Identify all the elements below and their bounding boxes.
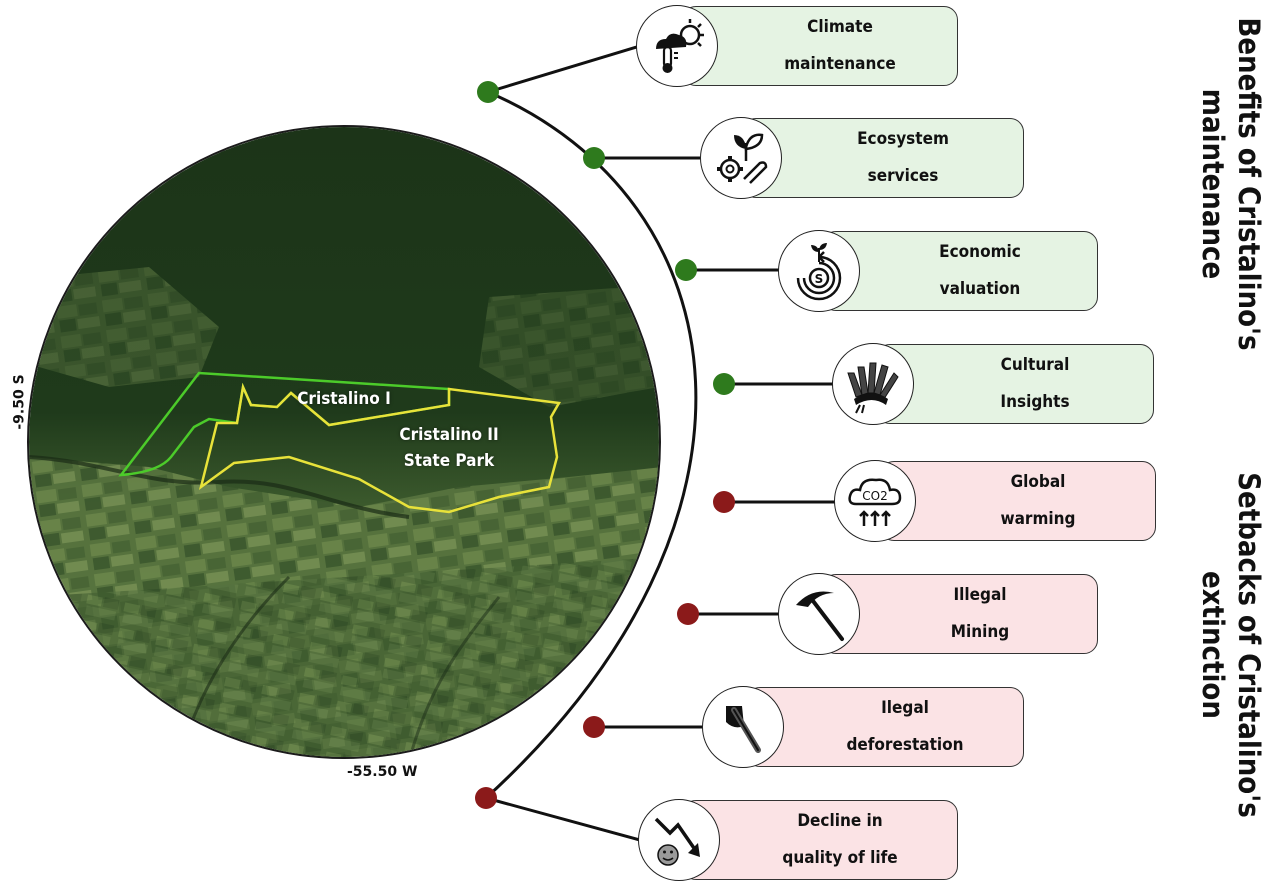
setback-dot — [583, 716, 605, 738]
setback-box-warming: Global warming — [880, 461, 1156, 541]
setback-label: Ilegal deforestation — [846, 698, 964, 755]
benefit-icon-circle: S — [778, 230, 860, 312]
branch-line — [487, 44, 641, 94]
setback-box-deforestation: Ilegal deforestation — [746, 687, 1024, 767]
setback-icon-circle: CO2 — [834, 460, 916, 542]
declining-arrow-face-icon — [654, 817, 700, 866]
setback-label: Decline in quality of life — [782, 811, 898, 868]
satellite-image — [29, 127, 659, 757]
benefit-icon-circle — [832, 343, 914, 425]
setbacks-title: Setbacks of Cristalino's extinction — [1196, 472, 1266, 818]
satellite-map: Cristalino I Cristalino II State Park — [27, 125, 661, 759]
benefit-label: Climate maintenance — [784, 17, 896, 74]
benefit-box-climate: Climate maintenance — [682, 6, 958, 86]
benefit-label: Cultural Insights — [1000, 355, 1070, 412]
svg-text:S: S — [815, 272, 824, 286]
axe-icon — [726, 706, 761, 753]
cristalino2-boundary — [198, 382, 562, 514]
cristalino1-label: Cristalino I — [297, 389, 391, 409]
plant-gear-icon — [717, 133, 768, 184]
branch-line — [485, 796, 641, 842]
money-growth-icon: S — [796, 243, 842, 301]
setback-icon-circle — [702, 686, 784, 768]
co2-text: CO2 — [862, 489, 887, 503]
pickaxe-icon — [796, 591, 844, 641]
setback-label: Global warming — [1000, 472, 1076, 529]
weather-thermometer-icon — [656, 19, 704, 73]
setback-icon-circle — [638, 799, 720, 881]
benefit-label: Ecosystem services — [857, 129, 949, 186]
longitude-label: -55.50 W — [347, 764, 418, 780]
setback-box-quality: Decline in quality of life — [682, 800, 958, 880]
benefit-box-cultural: Cultural Insights — [876, 344, 1154, 424]
setback-dot — [677, 603, 699, 625]
setback-dot — [475, 787, 497, 809]
setback-box-mining: Illegal Mining — [822, 574, 1098, 654]
benefit-dot — [675, 259, 697, 281]
benefit-dot — [583, 147, 605, 169]
benefit-box-ecosystem: Ecosystem services — [742, 118, 1024, 198]
co2-cloud-icon: CO2 — [848, 478, 902, 526]
setback-label: Illegal Mining — [950, 585, 1010, 642]
benefit-dot — [477, 81, 499, 103]
setback-icon-circle — [778, 573, 860, 655]
benefit-box-economic: Economic valuation — [822, 231, 1098, 311]
cristalino2-label: Cristalino II State Park — [399, 425, 499, 471]
setback-dot — [713, 491, 735, 513]
feather-headdress-icon — [847, 362, 899, 414]
benefit-label: Economic valuation — [939, 242, 1021, 299]
benefit-icon-circle — [636, 5, 718, 87]
connector-arc — [484, 90, 698, 800]
benefit-icon-circle — [700, 117, 782, 199]
benefit-dot — [713, 373, 735, 395]
benefits-title: Benefits of Cristalino's maintenance — [1196, 17, 1266, 351]
